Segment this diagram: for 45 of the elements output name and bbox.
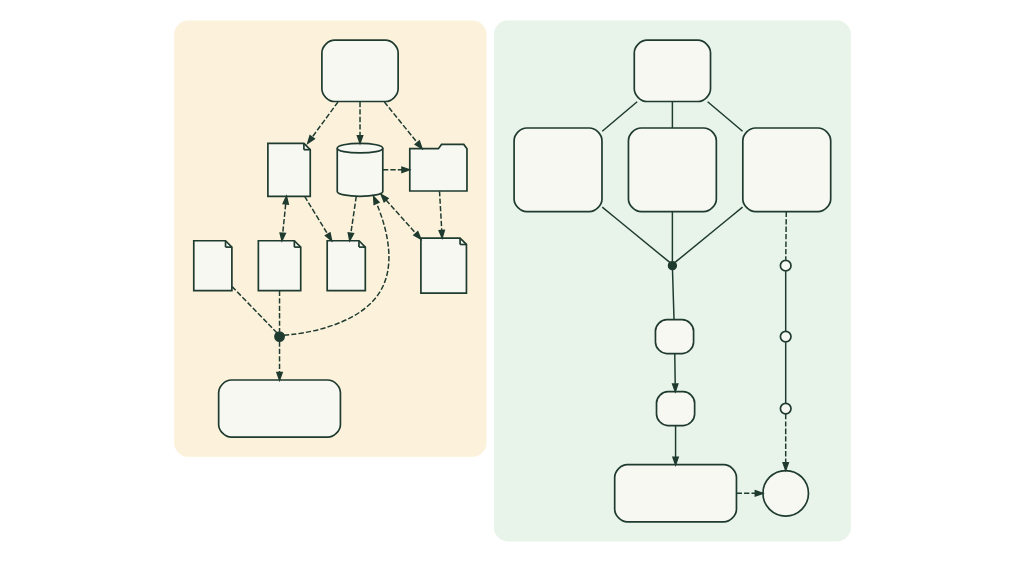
arrow <box>671 424 679 467</box>
node-box <box>217 379 341 439</box>
arrow <box>735 489 765 497</box>
node-dot <box>667 261 677 271</box>
node-box <box>741 127 832 213</box>
connector <box>784 341 786 404</box>
node-box <box>320 39 399 103</box>
node-folder <box>408 143 468 192</box>
node-box <box>654 318 694 355</box>
connector <box>671 210 673 263</box>
node-box <box>632 39 711 103</box>
cluster <box>173 20 487 457</box>
connector <box>706 101 743 133</box>
arrow <box>275 340 283 383</box>
node-box <box>613 463 737 523</box>
node-box <box>512 127 603 213</box>
arrow <box>381 166 412 174</box>
arrow <box>305 101 339 145</box>
node-circle <box>779 402 792 415</box>
arrow <box>355 101 364 146</box>
connector <box>601 101 638 133</box>
node-circle <box>779 259 792 272</box>
connector <box>601 206 670 264</box>
node-circle <box>779 330 792 343</box>
arrow <box>346 195 357 243</box>
arrow <box>379 192 422 241</box>
cluster <box>493 20 851 542</box>
node-circle <box>761 469 809 517</box>
arrow <box>437 190 445 241</box>
node-box <box>655 390 695 427</box>
arrow <box>781 413 789 473</box>
connector <box>784 270 786 332</box>
arrow <box>303 195 333 243</box>
node-box <box>627 127 717 213</box>
arrow <box>278 194 289 243</box>
arrow <box>282 194 390 336</box>
connector <box>671 268 675 321</box>
connector <box>784 210 787 261</box>
arrow <box>383 101 423 151</box>
connector <box>673 206 743 264</box>
connector <box>230 285 278 334</box>
node-cross <box>273 331 285 342</box>
arrow <box>671 353 679 394</box>
connector <box>278 290 280 333</box>
connector <box>671 101 673 129</box>
